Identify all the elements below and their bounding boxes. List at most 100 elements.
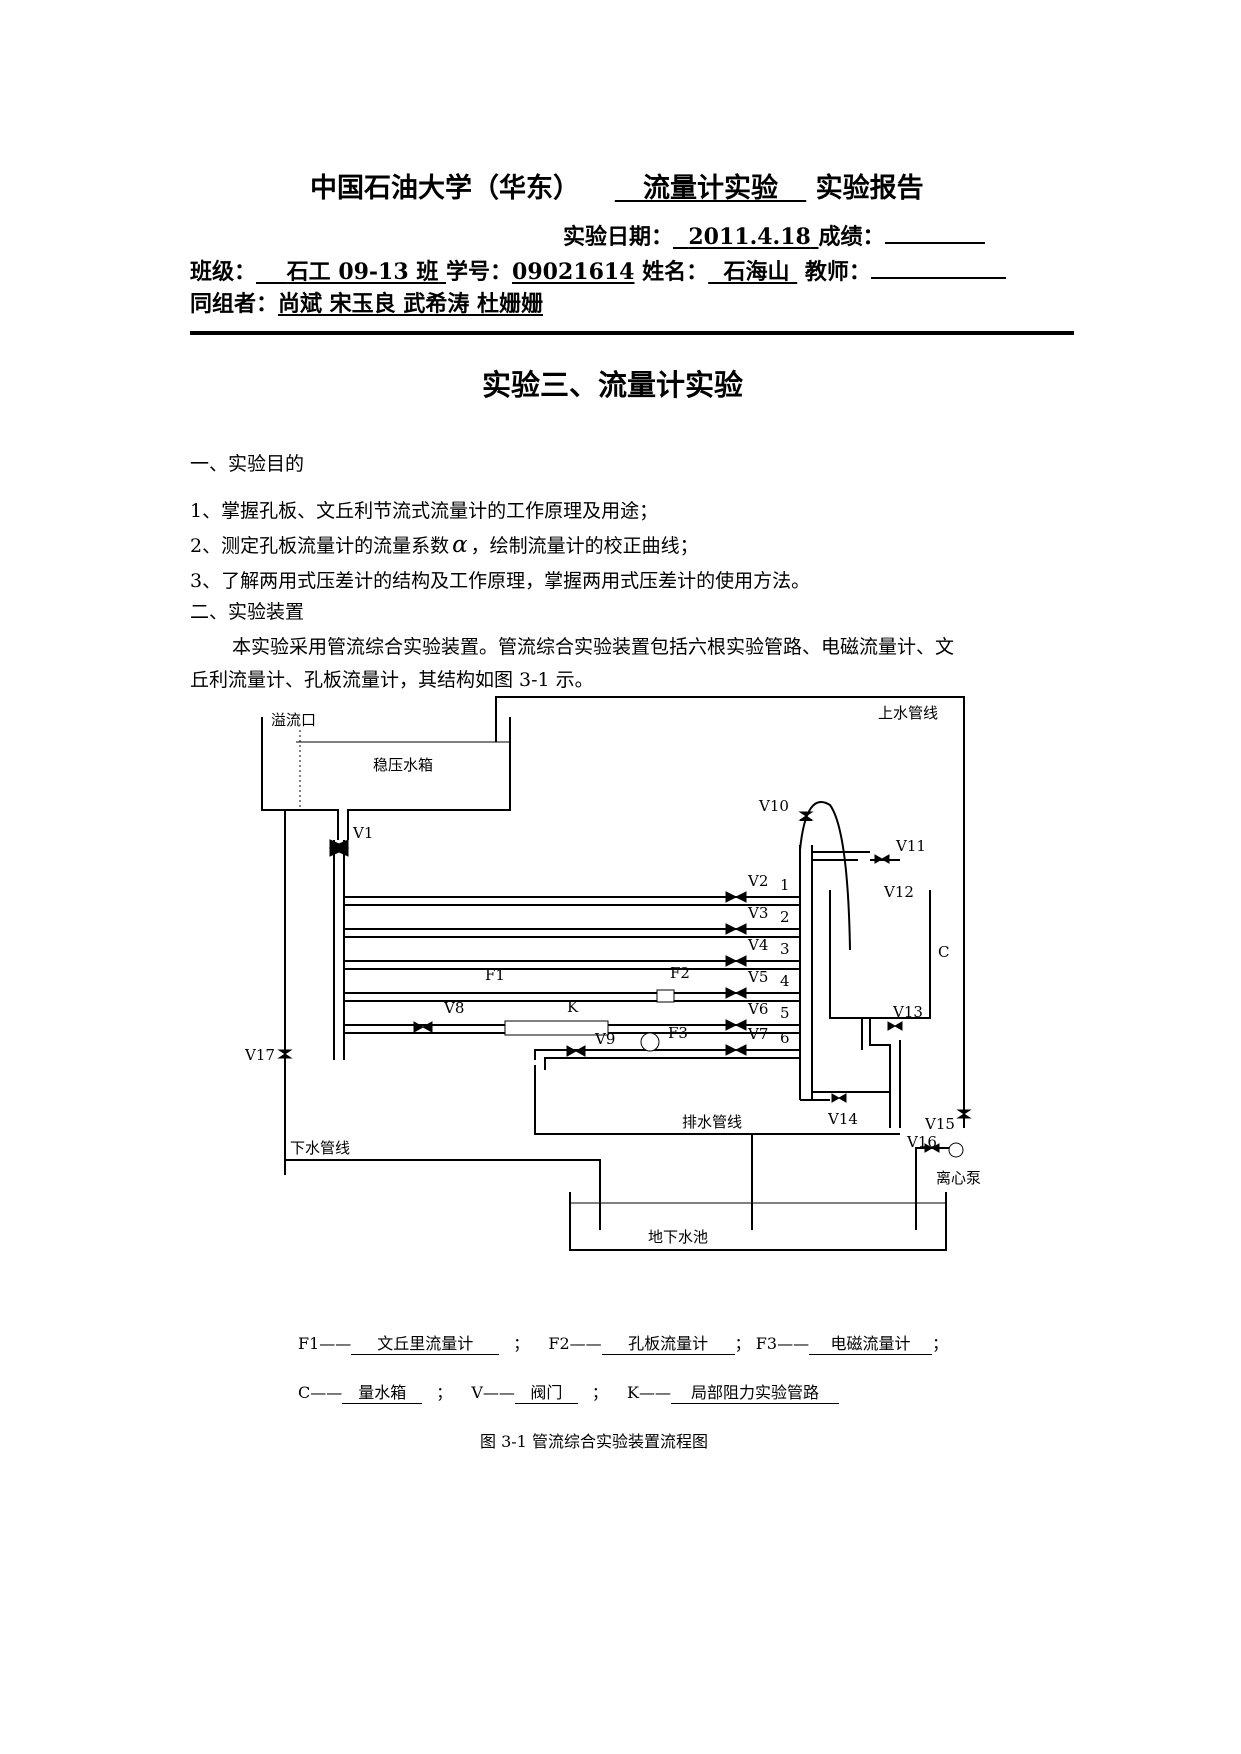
label-n1: 1 [780, 876, 790, 894]
legend-sep-3: ； [932, 1334, 949, 1353]
alpha-symbol: α [452, 532, 468, 558]
valve-v8 [413, 1021, 433, 1033]
name-value: 石海山 [708, 259, 797, 285]
legend-k-key: K—— [627, 1383, 671, 1402]
valve-v6 [725, 1019, 747, 1031]
valve-v4 [725, 955, 747, 967]
section2-heading: 二、实验装置 [190, 601, 305, 623]
label-f2: F2 [670, 964, 690, 982]
label-supply-line: 上水管线 [878, 704, 938, 722]
date-text: 2011.4.18 [688, 224, 811, 250]
k-pipe-section [504, 1020, 609, 1036]
legend-c-value: 量水箱 [342, 1379, 423, 1404]
f3-meter-icon [640, 1032, 660, 1052]
valve-v2 [725, 891, 747, 903]
f2-orifice [656, 989, 675, 1003]
underground-pool [569, 1192, 947, 1251]
label-pool: 地下水池 [648, 1228, 708, 1246]
test-pipes [344, 896, 800, 1070]
label-v17: V17 [244, 1046, 275, 1064]
legend-row-2: C——量水箱； V——阀门； K——局部阻力实验管路 [298, 1379, 839, 1404]
valve-v16 [924, 1143, 940, 1153]
legend-row-1: F1——文丘里流量计； F2——孔板流量计； F3——电磁流量计； [298, 1330, 948, 1355]
legend-v-key: V—— [471, 1383, 515, 1402]
label-k: K [567, 998, 579, 1016]
teacher-label: 教师： [804, 259, 871, 285]
course-name: 流量计实验 [615, 173, 806, 204]
legend-sep-2: ； [734, 1334, 751, 1353]
label-v10: V10 [758, 797, 789, 815]
label-v15: V15 [924, 1115, 955, 1133]
class-value: 石工 09-13 班 [256, 259, 446, 285]
grade-label: 成绩： [818, 224, 885, 250]
label-v8: V8 [443, 999, 464, 1017]
student-info-line: 班级： 石工 09-13 班 学号：09021614 姓名： 石海山 教师： [190, 254, 1006, 286]
class-text: 石工 09-13 班 [286, 259, 439, 285]
valve-v11 [874, 854, 890, 864]
section2-paragraph-line1: 本实验采用管流综合实验装置。管流综合实验装置包括六根实验管路、电磁流量计、文 [232, 636, 955, 658]
supply-line [495, 696, 965, 1128]
label-f3: F3 [668, 1024, 688, 1042]
course-name-text: 流量计实验 [643, 173, 779, 204]
legend-f3-value: 电磁流量计 [809, 1330, 933, 1355]
label-drain-line: 排水管线 [682, 1113, 742, 1131]
objective-2-text: 2、测定孔板流量计的流量系数 [190, 535, 450, 557]
id-value: 09021614 [512, 259, 635, 285]
report-label: 实验报告 [815, 173, 924, 204]
label-n4: 4 [780, 972, 790, 990]
objective-2-rest: ，绘制流量计的校正曲线； [470, 535, 699, 557]
label-v2: V2 [747, 872, 768, 890]
teacher-blank [870, 259, 1006, 279]
legend-f1-value: 文丘里流量计 [351, 1330, 500, 1355]
label-v9: V9 [594, 1030, 615, 1048]
class-label: 班级： [190, 259, 257, 285]
label-f1: F1 [485, 966, 505, 984]
label-v4: V4 [747, 936, 768, 954]
label-v14: V14 [827, 1110, 858, 1128]
objective-3: 3、了解两用式压差计的结构及工作原理，掌握两用式压差计的使用方法。 [190, 570, 811, 592]
label-n5: 5 [780, 1004, 790, 1022]
valve-v15 [956, 1109, 972, 1119]
valve-v9 [566, 1045, 586, 1057]
label-c: C [938, 943, 949, 961]
pump-icon [948, 1142, 964, 1158]
section2-paragraph-line2: 丘利流量计、孔板流量计，其结构如图 3-1 示。 [190, 669, 594, 691]
header-tank [261, 717, 511, 840]
label-v5: V5 [747, 968, 768, 986]
drain-line [534, 1065, 900, 1135]
group-line: 同组者：尚斌 宋玉良 武希涛 杜姗姗 [190, 286, 543, 318]
label-v13: V13 [892, 1003, 923, 1021]
page-title: 实验三、流量计实验 [482, 368, 744, 402]
legend-f1-key: F1—— [298, 1334, 352, 1353]
valve-v7 [725, 1044, 747, 1056]
name-label: 姓名： [642, 259, 709, 285]
legend-sep-4: ； [436, 1383, 453, 1402]
label-v6: V6 [747, 1000, 768, 1018]
valve-v17 [277, 1049, 293, 1059]
university-name: 中国石油大学（华东） [310, 173, 580, 204]
label-v7: V7 [747, 1025, 768, 1043]
objective-1: 1、掌握孔板、文丘利节流式流量计的工作原理及用途； [190, 500, 659, 522]
label-n6: 6 [780, 1029, 790, 1047]
valve-v3 [725, 923, 747, 935]
group-label: 同组者： [190, 291, 279, 317]
label-n2: 2 [780, 908, 790, 926]
label-v11: V11 [895, 837, 926, 855]
date-value: 2011.4.18 [673, 224, 818, 250]
report-title-line: 中国石油大学（华东） 流量计实验 实验报告 [310, 166, 924, 205]
legend-v-value: 阀门 [514, 1379, 578, 1404]
valve-v10 [798, 811, 814, 821]
label-n3: 3 [780, 940, 790, 958]
legend-sep-1: ； [513, 1334, 530, 1353]
legend-c-key: C—— [298, 1383, 343, 1402]
label-tank: 稳压水箱 [373, 756, 433, 774]
header-rule [190, 331, 1074, 335]
figure-caption: 图 3-1 管流综合实验装置流程图 [480, 1432, 708, 1451]
id-label: 学号： [446, 259, 513, 285]
label-overflow: 溢流口 [271, 711, 316, 729]
legend-sep-5: ； [591, 1383, 608, 1402]
legend-f2-value: 孔板流量计 [601, 1330, 735, 1355]
label-v16: V16 [906, 1133, 937, 1151]
